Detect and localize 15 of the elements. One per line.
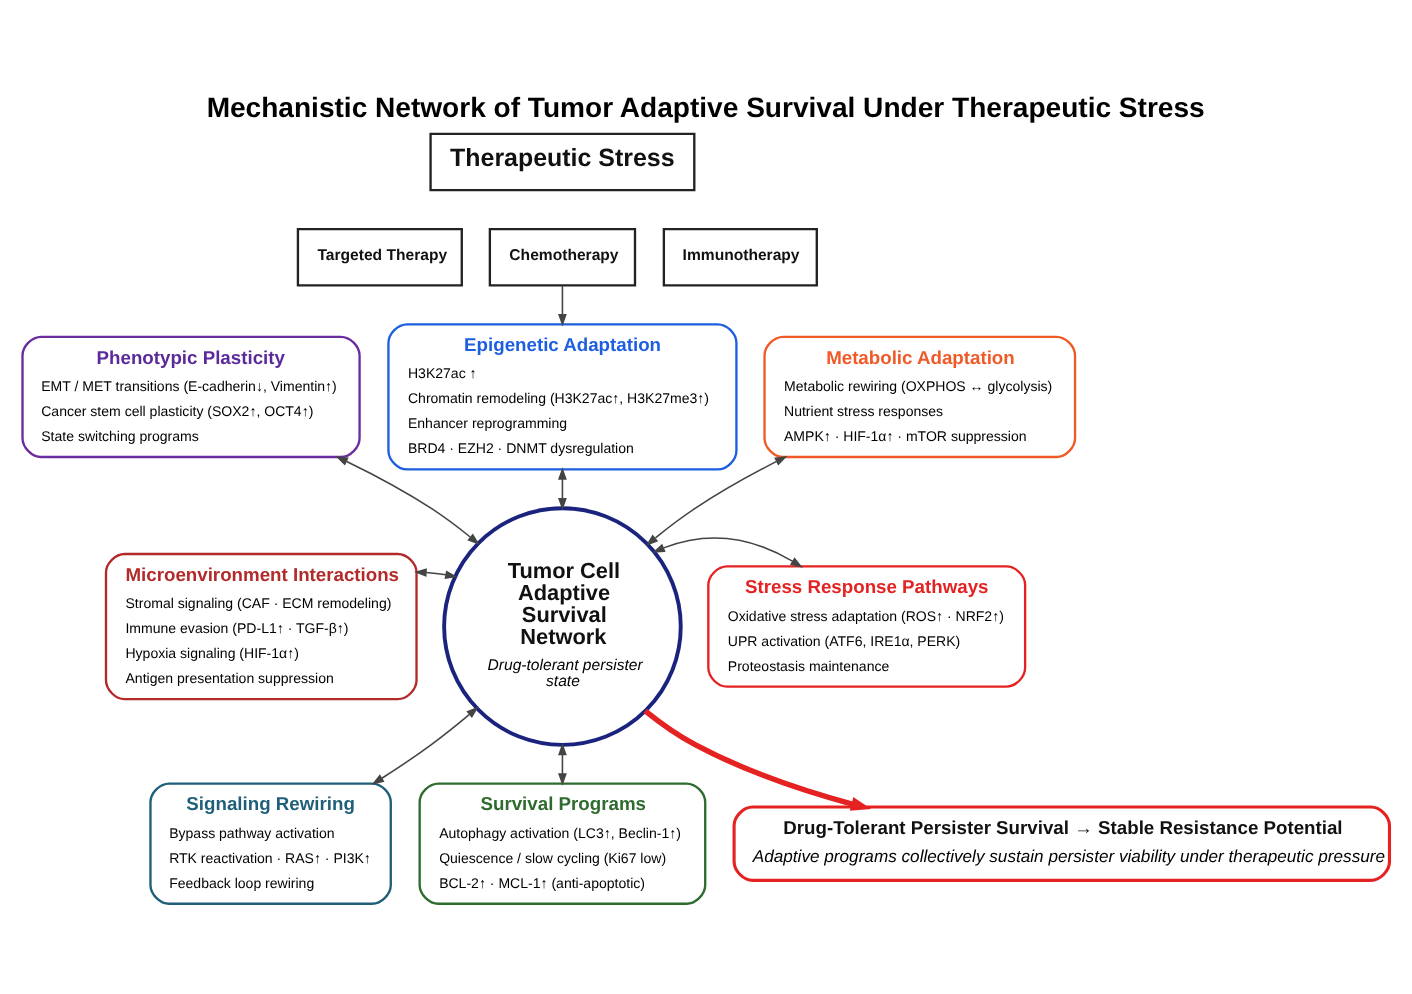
arrow	[643, 708, 872, 811]
node-box: Drug-Tolerant Persister Survival → Stable Resistance Potential Adaptive programs collectively sustain persister viability under therapeutic pressure	[732, 805, 1392, 882]
node-box: Chemotherapy	[488, 227, 637, 287]
node-box: Therapeutic Stress	[429, 132, 696, 192]
node-box: Immunotherapy	[662, 227, 818, 287]
arrow	[414, 568, 458, 580]
arrow	[645, 456, 788, 546]
arrow	[558, 742, 567, 786]
arrow	[558, 285, 567, 327]
diagram-title: Mechanistic Network of Tumor Adaptive Survival Under Therapeutic Stress	[206, 91, 1205, 124]
node-box: Targeted Therapy	[296, 227, 463, 287]
arrow	[652, 537, 803, 568]
arrow	[558, 467, 567, 511]
arrow	[335, 456, 480, 545]
arrow	[371, 706, 479, 785]
